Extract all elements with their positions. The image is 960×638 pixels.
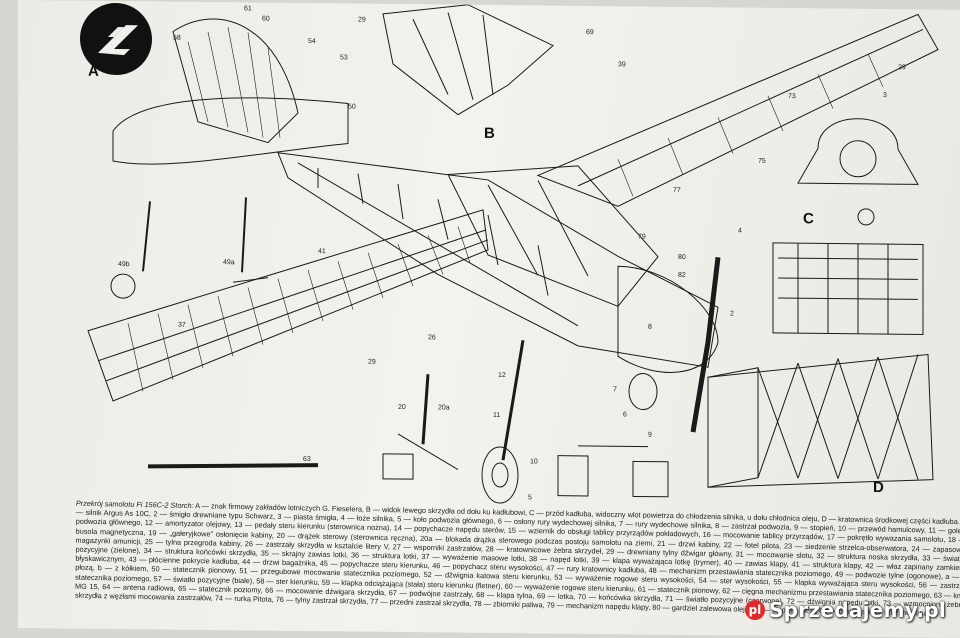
view-label-c: C: [803, 210, 814, 228]
cabin-glazing: [447, 165, 659, 307]
fieseler-logo-badge: [80, 2, 152, 76]
view-label-d: D: [873, 478, 884, 497]
sprzedajemy-watermark: pl Sprzedajemy.pl: [744, 598, 946, 622]
svg-text:80: 80: [678, 254, 686, 261]
fuselage: [277, 152, 719, 368]
svg-text:7: 7: [613, 386, 617, 393]
pl-bubble-icon: pl: [744, 600, 765, 620]
main-wing: [87, 209, 489, 402]
engine-block: [772, 242, 924, 335]
svg-text:49a: 49a: [223, 259, 235, 266]
watermark-text: Sprzedajemy.pl: [768, 598, 946, 622]
svg-text:3: 3: [883, 92, 887, 99]
svg-text:63: 63: [303, 456, 311, 463]
svg-text:69: 69: [586, 29, 594, 36]
fieseler-f-icon: [98, 25, 138, 56]
svg-text:39: 39: [618, 61, 626, 68]
machine-gun: [147, 463, 319, 469]
view-label-a: A: [88, 62, 99, 80]
svg-text:49b: 49b: [118, 261, 130, 268]
control-stick-detail: [382, 374, 459, 480]
svg-text:12: 12: [498, 372, 506, 379]
svg-text:26: 26: [428, 334, 436, 341]
svg-text:29: 29: [358, 17, 366, 24]
view-label-b: B: [484, 124, 495, 142]
svg-text:5: 5: [528, 494, 532, 501]
svg-text:8: 8: [648, 324, 652, 331]
section-c-nose-view: [797, 118, 919, 226]
svg-text:11: 11: [493, 412, 500, 419]
engine-cowling: [617, 265, 719, 373]
svg-text:29: 29: [898, 64, 906, 71]
seat-detail: [557, 445, 669, 498]
right-wing: [536, 13, 939, 207]
svg-text:60: 60: [262, 16, 270, 23]
svg-text:50: 50: [348, 103, 356, 110]
svg-text:6: 6: [623, 411, 627, 418]
svg-text:82: 82: [678, 272, 686, 279]
svg-text:37: 37: [178, 322, 186, 329]
svg-text:41: 41: [318, 248, 326, 255]
svg-text:53: 53: [340, 54, 348, 61]
section-b-wing-view: [382, 4, 554, 116]
svg-text:20a: 20a: [438, 404, 450, 411]
svg-text:2: 2: [730, 310, 734, 317]
propeller: [690, 257, 721, 433]
svg-text:73: 73: [788, 93, 796, 100]
svg-text:9: 9: [648, 432, 652, 439]
svg-text:75: 75: [758, 158, 766, 165]
tail-wheel-details: [110, 197, 269, 299]
svg-text:54: 54: [308, 38, 316, 45]
svg-text:61: 61: [244, 5, 252, 12]
svg-text:79: 79: [638, 233, 646, 240]
svg-text:29: 29: [368, 359, 376, 366]
svg-text:4: 4: [738, 228, 742, 235]
main-landing-gear: [481, 340, 658, 504]
svg-text:58: 58: [173, 35, 181, 42]
tail-unit: [112, 18, 349, 165]
svg-text:10: 10: [530, 458, 538, 465]
section-d-fuselage-truss: [707, 353, 934, 488]
svg-text:20: 20: [398, 404, 406, 411]
svg-text:77: 77: [673, 187, 681, 194]
